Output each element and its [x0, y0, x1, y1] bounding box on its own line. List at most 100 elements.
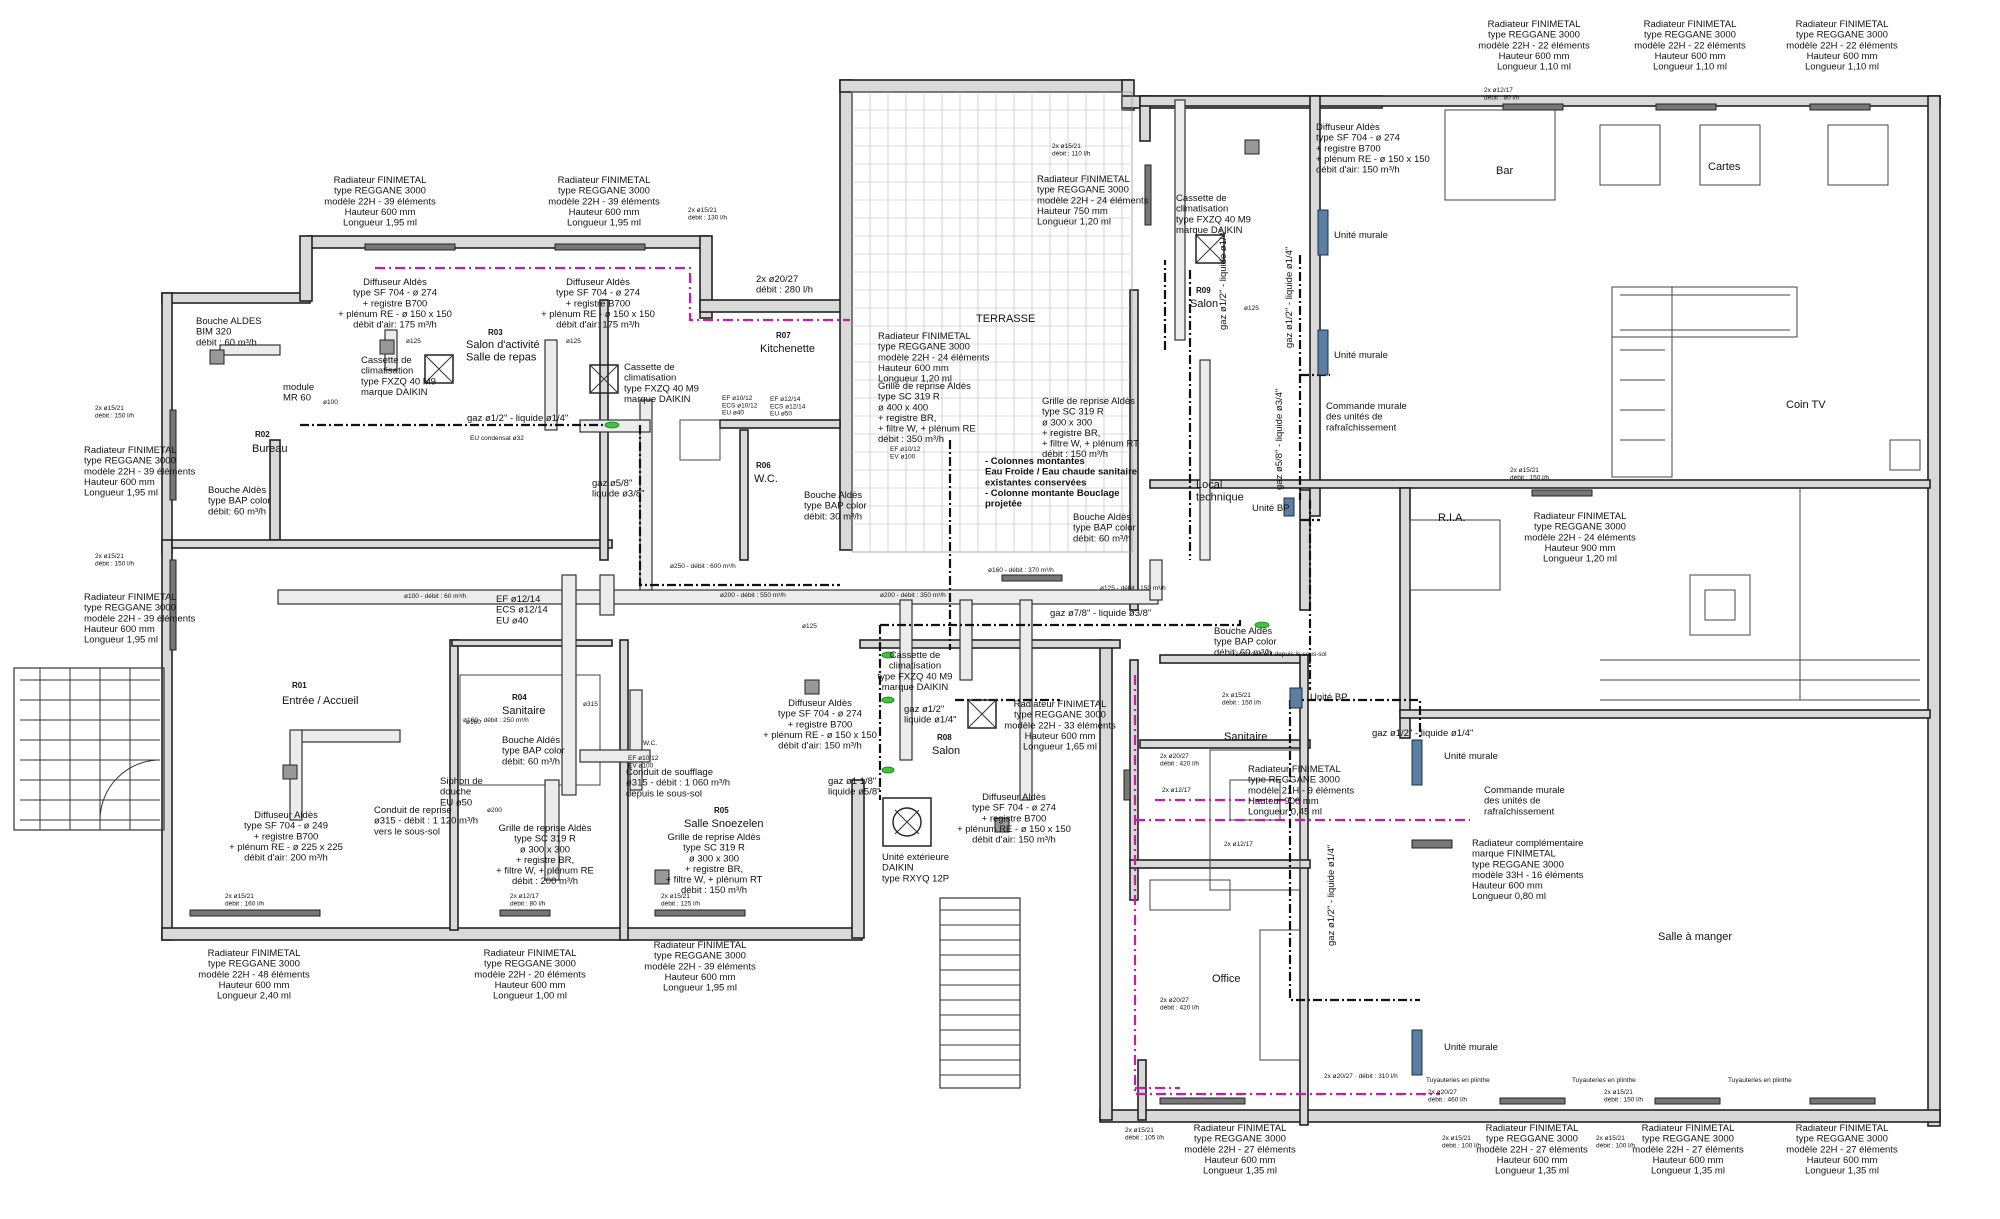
room-name: Salon [1190, 298, 1218, 310]
plinth-label: Tuyauteries en plinthe [1426, 1077, 1490, 1084]
unit-label: Unité murale [1334, 230, 1388, 241]
refrigerant-label: gaz ø1 1/8"liquide ø5/8" [828, 776, 881, 798]
room-name: Sanitaire [502, 705, 545, 717]
pipe-label: 2x ø12/17 [1224, 841, 1253, 848]
flow-label: ø125 [406, 338, 421, 345]
plinth-label: Tuyauteries en plinthe [1572, 1077, 1636, 1084]
flow-label: ø160 - débit : 250 m³/h [463, 717, 529, 724]
flow-label: ø125 [566, 338, 581, 345]
ceiling-cassettes [209, 139, 1260, 885]
flow-label: ø200 [487, 807, 502, 814]
pipe-label: 2x ø20/27 · débit : 310 l/h [1324, 1073, 1398, 1080]
room-code: R04 [512, 693, 527, 702]
flow-label: ø125 [1244, 305, 1259, 312]
plinth-label: Tuyauteries en plinthe [1728, 1077, 1792, 1084]
flow-label: ø160 [466, 719, 481, 726]
flow-label: ø100 [323, 399, 338, 406]
room-code: R03 [488, 328, 503, 337]
coin-tv-label: Coin TV [1786, 399, 1826, 411]
room-code: R02 [255, 430, 270, 439]
terrasse-label: TERRASSE [976, 313, 1035, 325]
radiator [1144, 164, 1152, 226]
radiator [1655, 103, 1717, 111]
radiator [1123, 769, 1131, 801]
radiator [1502, 103, 1564, 111]
refrigerant-label: gaz ø5/8" - liquide ø3/4" [1274, 389, 1285, 490]
radiator [499, 909, 551, 917]
radiators [169, 103, 1876, 1105]
pipe-label: 2x ø12/17 [1162, 787, 1191, 794]
radiator [189, 909, 321, 917]
cartes-label: Cartes [1708, 161, 1741, 173]
flow-label: ø200 - débit : 350 m³/h [880, 592, 946, 599]
radiator [1001, 574, 1063, 582]
radiator [169, 409, 177, 501]
radiator [1654, 1097, 1721, 1105]
flow-label: ø315 [583, 701, 598, 708]
salle-manger-label: Salle à manger [1658, 931, 1732, 943]
flow-label: ø250 - débit : 600 m³/h [670, 563, 736, 570]
room-name: Entrée / Accueil [282, 695, 358, 707]
unit-label: Unité murale [1334, 350, 1388, 361]
refrigerant-label: gaz ø1/2" - liquide ø1/4" [1218, 229, 1229, 330]
bar-label: Bar [1496, 165, 1513, 177]
bp-unit [1283, 497, 1295, 517]
office-label: Office [1212, 973, 1241, 985]
unit-label: Unité murale [1444, 751, 1498, 762]
ventilation-ducts [219, 99, 1211, 881]
flow-label: ø160 - débit : 370 m³/h [988, 567, 1054, 574]
refrigerant-label: gaz ø1/2" - liquide ø1/4" [1372, 728, 1473, 739]
wall-unit [1317, 329, 1329, 376]
room-code: R06 [756, 461, 771, 470]
refrigerant-label: gaz ø1/2" - liquide ø1/4" [467, 413, 568, 424]
radiator [1499, 1097, 1566, 1105]
radiator [1411, 839, 1453, 849]
radiator [169, 559, 177, 651]
connection-note: raccordement depuis le sous-sol [1233, 651, 1327, 658]
refrigerant-label: gaz ø1/2"liquide ø1/4" [904, 704, 957, 726]
room-code: R01 [292, 681, 307, 690]
wall-unit [1411, 739, 1423, 786]
